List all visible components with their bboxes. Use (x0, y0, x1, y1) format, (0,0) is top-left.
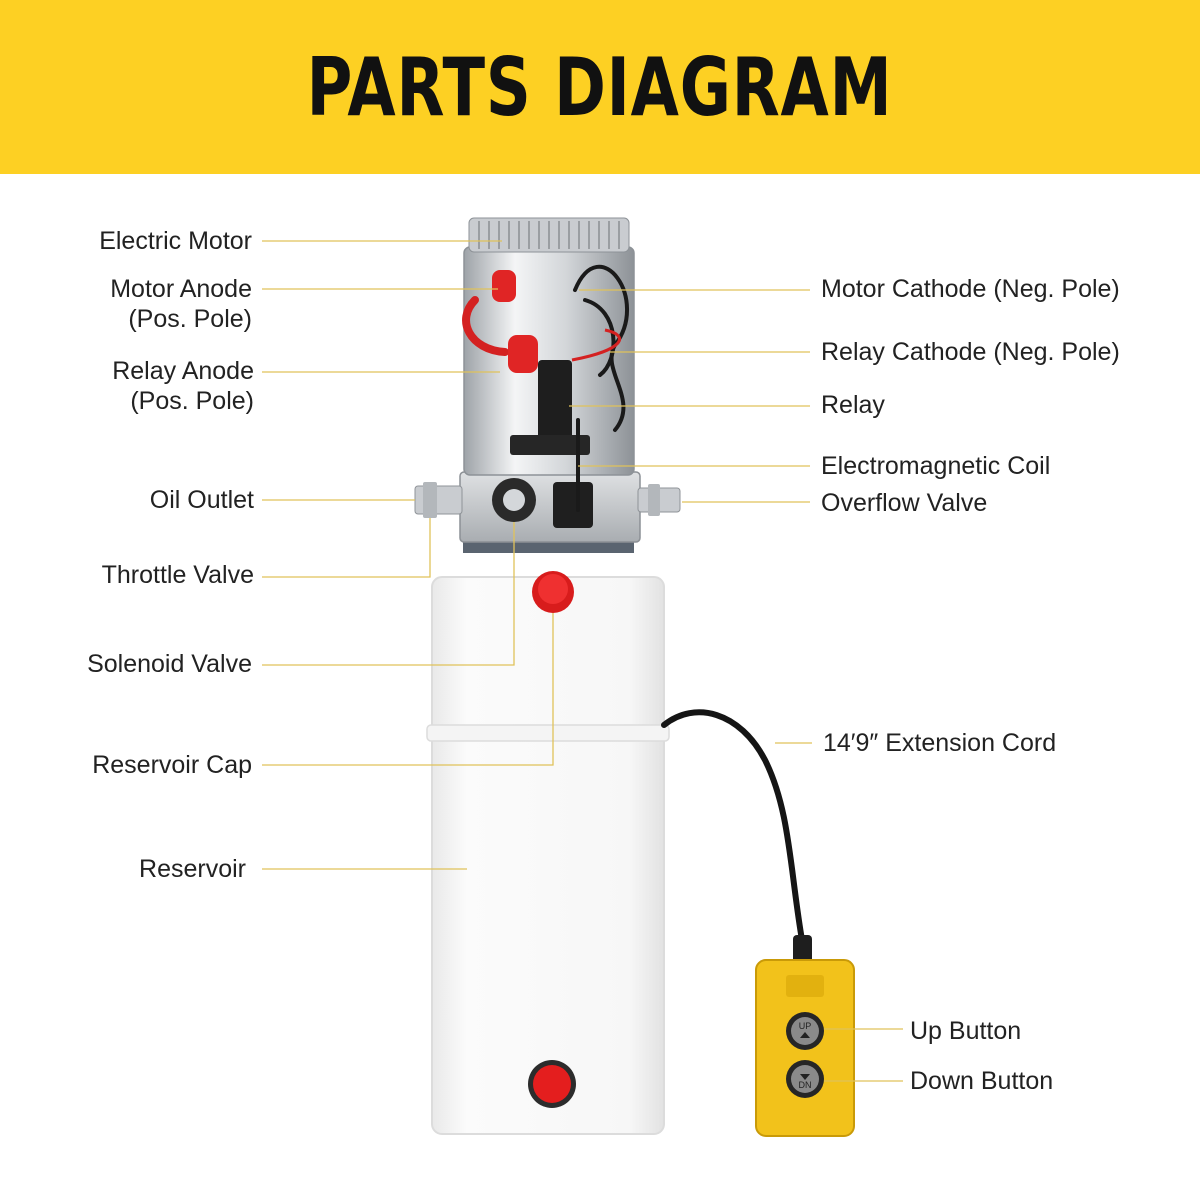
up-button-graphic: UP (786, 1012, 824, 1050)
label-electric-motor: Electric Motor (99, 226, 252, 256)
up-button-text: UP (799, 1021, 812, 1031)
label-text: Relay Anode (112, 357, 254, 385)
label-text: Electric Motor (99, 227, 252, 255)
label-subtext: (Pos. Pole) (128, 305, 252, 333)
label-down-button: Down Button (910, 1066, 1053, 1096)
header-banner: PARTS DIAGRAM (0, 0, 1200, 174)
label-text: Motor Cathode (Neg. Pole) (821, 275, 1120, 303)
label-reservoir-cap: Reservoir Cap (92, 750, 252, 780)
red-terminal-caps (462, 270, 538, 373)
solenoid-valve-body (553, 482, 593, 528)
drain-plug (528, 1060, 576, 1108)
label-relay-anode: Relay Anode (Pos. Pole) (112, 356, 254, 416)
label-relay: Relay (821, 390, 885, 420)
page-title: PARTS DIAGRAM (307, 40, 893, 134)
label-text: Throttle Valve (101, 561, 254, 589)
cooling-fins (468, 217, 630, 253)
label-text: Motor Anode (110, 275, 252, 303)
label-text: Reservoir Cap (92, 751, 252, 779)
label-text: Overflow Valve (821, 489, 988, 517)
label-text: Up Button (910, 1017, 1022, 1045)
cord-strain-relief (793, 935, 812, 963)
label-up-button: Up Button (910, 1016, 1021, 1046)
label-extension-cord: 14′9″ Extension Cord (823, 728, 1056, 758)
overflow-valve-fitting (637, 484, 681, 516)
relay-body (538, 360, 572, 445)
label-text: Relay Cathode (Neg. Pole) (821, 338, 1120, 366)
label-text: Reservoir (139, 855, 246, 883)
label-solenoid-valve: Solenoid Valve (87, 649, 252, 679)
reservoir-cap-top (532, 571, 574, 613)
label-motor-anode: Motor Anode (Pos. Pole) (110, 274, 252, 334)
label-oil-outlet: Oil Outlet (150, 485, 254, 515)
label-overflow-valve: Overflow Valve (821, 488, 987, 518)
down-button-graphic: DN (786, 1060, 824, 1098)
label-relay-cathode: Relay Cathode (Neg. Pole) (821, 337, 1120, 367)
mounting-plate (463, 540, 634, 553)
label-throttle-valve: Throttle Valve (102, 560, 254, 590)
label-motor-cathode: Motor Cathode (Neg. Pole) (821, 274, 1120, 304)
label-reservoir: Reservoir (139, 854, 246, 884)
label-subtext: (Pos. Pole) (130, 387, 254, 415)
wiring (573, 264, 629, 512)
red-wire (571, 328, 621, 362)
label-text: 14′9″ Extension Cord (823, 729, 1057, 757)
extension-cord (661, 709, 805, 943)
label-text: Down Button (910, 1067, 1054, 1095)
valve-block (459, 471, 641, 543)
reservoir-tank (426, 576, 670, 1135)
label-text: Solenoid Valve (87, 650, 252, 678)
electromagnetic-coil-body (510, 435, 590, 455)
label-electromagnetic-coil: Electromagnetic Coil (821, 451, 1050, 481)
throttle-valve-knob (492, 478, 536, 522)
leader-lines (262, 240, 903, 1082)
oil-outlet-fitting (414, 482, 463, 518)
label-text: Relay (821, 391, 885, 419)
down-button-text: DN (799, 1080, 812, 1090)
label-text: Electromagnetic Coil (821, 452, 1051, 480)
label-text: Oil Outlet (149, 486, 254, 514)
